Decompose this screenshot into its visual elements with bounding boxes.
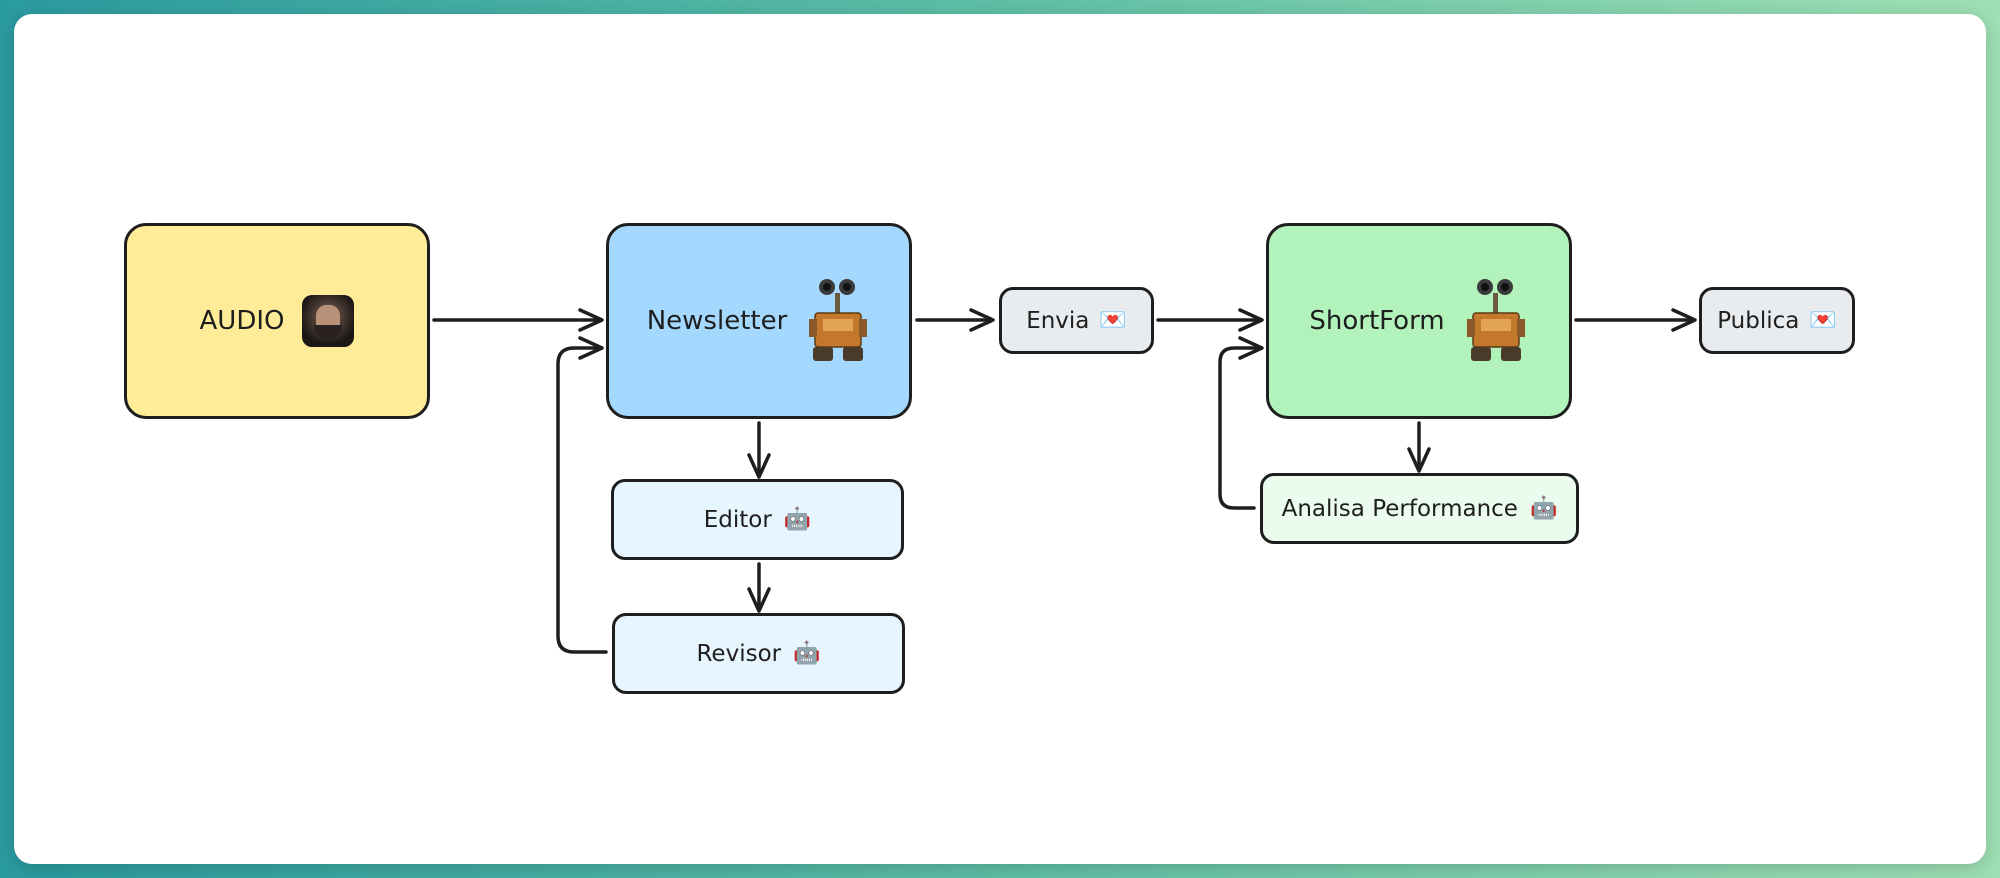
envelope-heart-icon: 💌 xyxy=(1809,308,1837,333)
envelope-heart-icon: 💌 xyxy=(1099,308,1127,333)
node-newsletter[interactable]: Newsletter xyxy=(606,223,912,419)
arrow-envia-to-shortform xyxy=(1156,308,1264,332)
robot-mascot-icon xyxy=(1466,279,1525,361)
arrow-editor-to-revisor xyxy=(747,562,771,613)
node-envia-label: Envia xyxy=(1026,307,1090,334)
arrow-revisor-to-newsletter xyxy=(556,336,608,654)
node-editor[interactable]: Editor 🤖 xyxy=(611,479,904,560)
node-publica[interactable]: Publica 💌 xyxy=(1699,287,1855,354)
arrow-shortform-to-analisa xyxy=(1407,421,1431,473)
connector-layer xyxy=(432,308,1697,654)
node-audio-label: AUDIO xyxy=(199,306,285,336)
node-analisa-label: Analisa Performance xyxy=(1281,495,1518,522)
node-analisa-performance[interactable]: Analisa Performance 🤖 xyxy=(1260,473,1579,544)
node-publica-label: Publica xyxy=(1717,307,1800,334)
node-editor-label: Editor xyxy=(703,506,772,533)
node-newsletter-label: Newsletter xyxy=(646,306,788,336)
node-shortform-label: ShortForm xyxy=(1309,306,1445,336)
arrow-newsletter-to-editor xyxy=(747,421,771,479)
robot-face-icon: 🤖 xyxy=(793,641,821,666)
node-audio[interactable]: AUDIO xyxy=(124,223,430,419)
arrow-analisa-to-shortform xyxy=(1218,336,1264,510)
node-shortform[interactable]: ShortForm xyxy=(1266,223,1572,419)
node-envia[interactable]: Envia 💌 xyxy=(999,287,1154,354)
node-revisor[interactable]: Revisor 🤖 xyxy=(612,613,905,694)
arrow-audio-to-newsletter xyxy=(432,308,604,332)
node-revisor-label: Revisor xyxy=(696,640,782,667)
robot-mascot-icon xyxy=(809,279,868,361)
avatar xyxy=(302,295,355,347)
robot-face-icon: 🤖 xyxy=(783,507,812,532)
robot-face-icon: 🤖 xyxy=(1529,496,1558,521)
arrow-shortform-to-publica xyxy=(1574,308,1697,332)
arrow-newsletter-to-envia xyxy=(915,308,995,332)
diagram-canvas: AUDIO Newsletter Envia 💌 ShortForm xyxy=(14,14,1986,864)
